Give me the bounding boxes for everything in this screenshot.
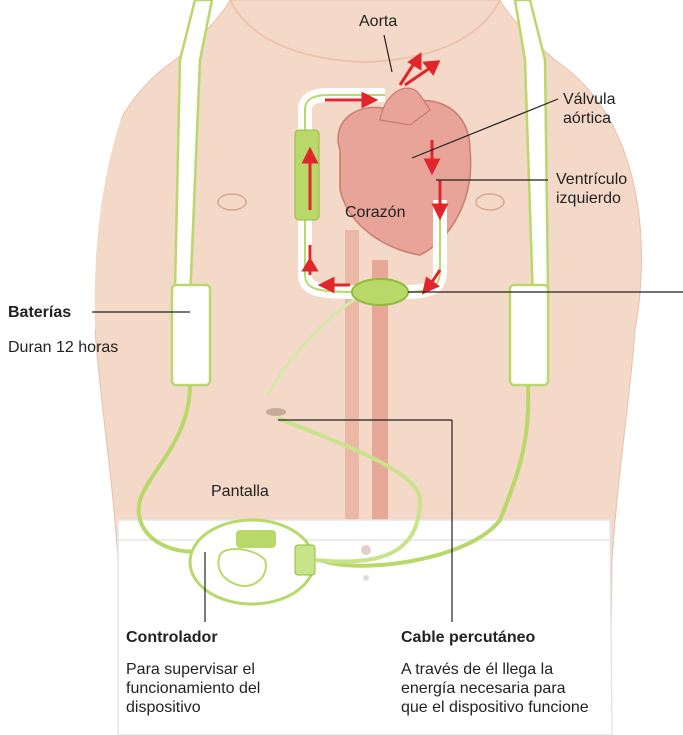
vena-cava xyxy=(345,230,359,550)
label-controller-title: Controlador xyxy=(126,628,218,647)
label-cable-title: Cable percutáneo xyxy=(401,628,535,647)
right-battery xyxy=(510,285,548,385)
label-controller-desc: Para supervisar el funcionamiento del di… xyxy=(126,660,260,717)
label-display: Pantalla xyxy=(211,482,269,501)
controller-connector xyxy=(295,545,315,575)
label-left-ventricle: Ventrículo izquierdo xyxy=(556,170,627,208)
exit-site xyxy=(266,408,286,416)
pump xyxy=(352,279,408,305)
label-cable-desc: A través de él llega la energía necesari… xyxy=(401,660,589,717)
left-battery xyxy=(172,285,210,385)
label-aortic-valve: Válvula aórtica xyxy=(563,90,615,128)
pants-button xyxy=(361,545,371,555)
label-batteries-desc: Duran 12 horas xyxy=(8,338,118,357)
controller-display xyxy=(236,530,276,548)
label-batteries-title: Baterías xyxy=(8,303,71,322)
label-heart: Corazón xyxy=(345,203,405,222)
graft-protector xyxy=(295,130,319,220)
label-aorta: Aorta xyxy=(359,12,397,31)
